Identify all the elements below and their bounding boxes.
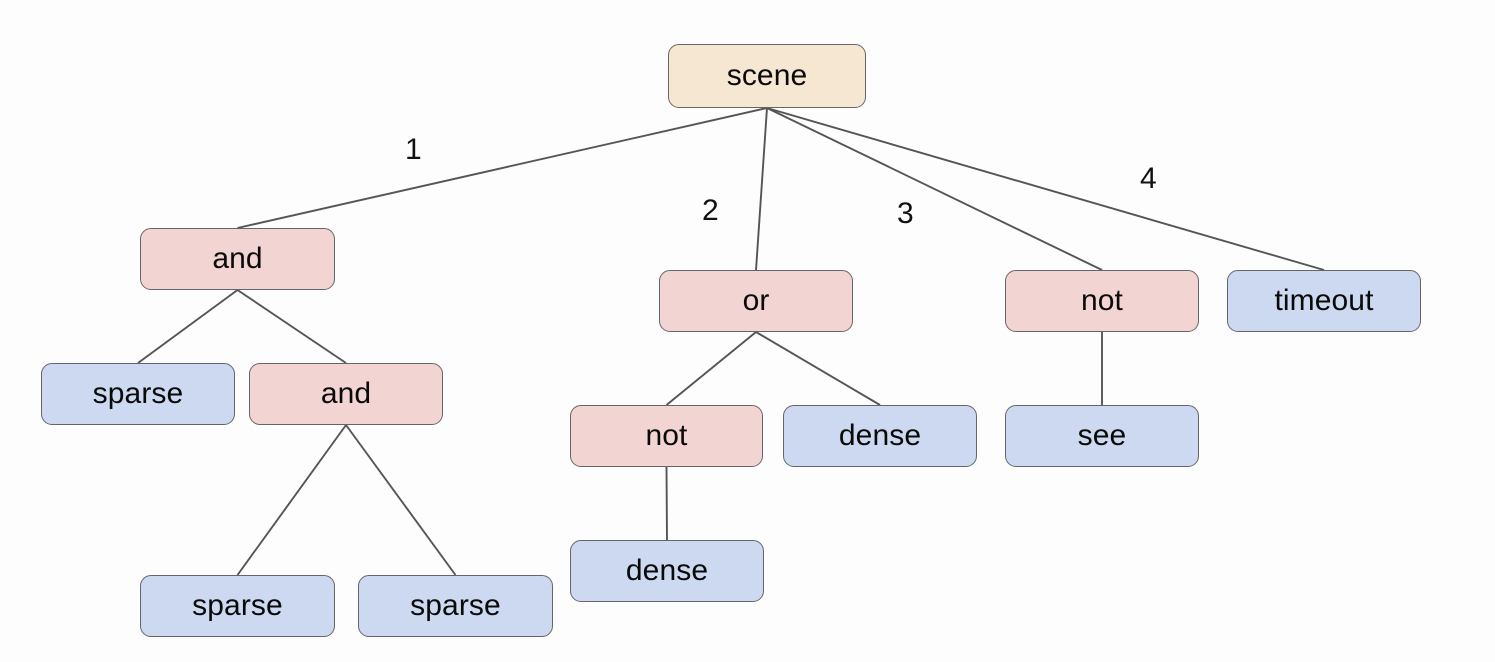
edge-label-3: 3 <box>897 197 914 230</box>
tree-edge-or1-dense1 <box>755 331 881 406</box>
tree-node-and2[interactable]: and <box>249 363 443 425</box>
tree-edge-or1-not2 <box>665 331 757 406</box>
tree-node-not1[interactable]: not <box>1005 270 1199 332</box>
tree-edge-scene-not1 <box>766 107 1103 271</box>
tree-edge-and1-sparse1 <box>137 289 239 364</box>
tree-edge-and2-sparse2 <box>236 424 347 576</box>
tree-edge-scene-timeout1 <box>766 107 1325 271</box>
tree-node-dense1[interactable]: dense <box>783 405 977 467</box>
tree-node-label: see <box>1077 419 1127 452</box>
tree-edge-scene-or1 <box>755 107 768 271</box>
tree-node-label: not <box>645 419 688 452</box>
tree-node-label: not <box>1080 284 1123 317</box>
tree-node-dense2[interactable]: dense <box>570 540 764 602</box>
tree-node-label: timeout <box>1274 284 1374 317</box>
edge-label-1: 1 <box>405 133 422 166</box>
tree-node-label: or <box>742 284 770 317</box>
tree-node-label: sparse <box>410 589 501 622</box>
tree-node-label: and <box>212 242 263 275</box>
tree-edge-and2-sparse3 <box>345 424 457 576</box>
tree-node-scene[interactable]: scene <box>668 44 866 108</box>
tree-node-timeout1[interactable]: timeout <box>1227 270 1421 332</box>
tree-node-label: dense <box>838 419 922 452</box>
tree-edge-not2-dense2 <box>665 466 668 541</box>
tree-node-label: sparse <box>192 589 283 622</box>
edge-label-2: 2 <box>702 194 719 227</box>
tree-node-label: scene <box>726 59 808 92</box>
tree-node-label: sparse <box>92 377 184 410</box>
tree-node-label: and <box>320 377 372 410</box>
tree-node-or1[interactable]: or <box>659 270 853 332</box>
tree-node-not2[interactable]: not <box>570 405 763 467</box>
tree-node-sparse1[interactable]: sparse <box>41 363 235 425</box>
tree-edge-and1-and2 <box>236 289 347 364</box>
tree-edge-scene-and1 <box>237 107 768 229</box>
tree-node-label: dense <box>625 554 709 587</box>
tree-node-sparse3[interactable]: sparse <box>358 575 553 637</box>
tree-node-sparse2[interactable]: sparse <box>140 575 335 637</box>
edge-label-4: 4 <box>1140 162 1157 195</box>
tree-node-and1[interactable]: and <box>140 228 335 290</box>
tree-node-see1[interactable]: see <box>1005 405 1199 467</box>
